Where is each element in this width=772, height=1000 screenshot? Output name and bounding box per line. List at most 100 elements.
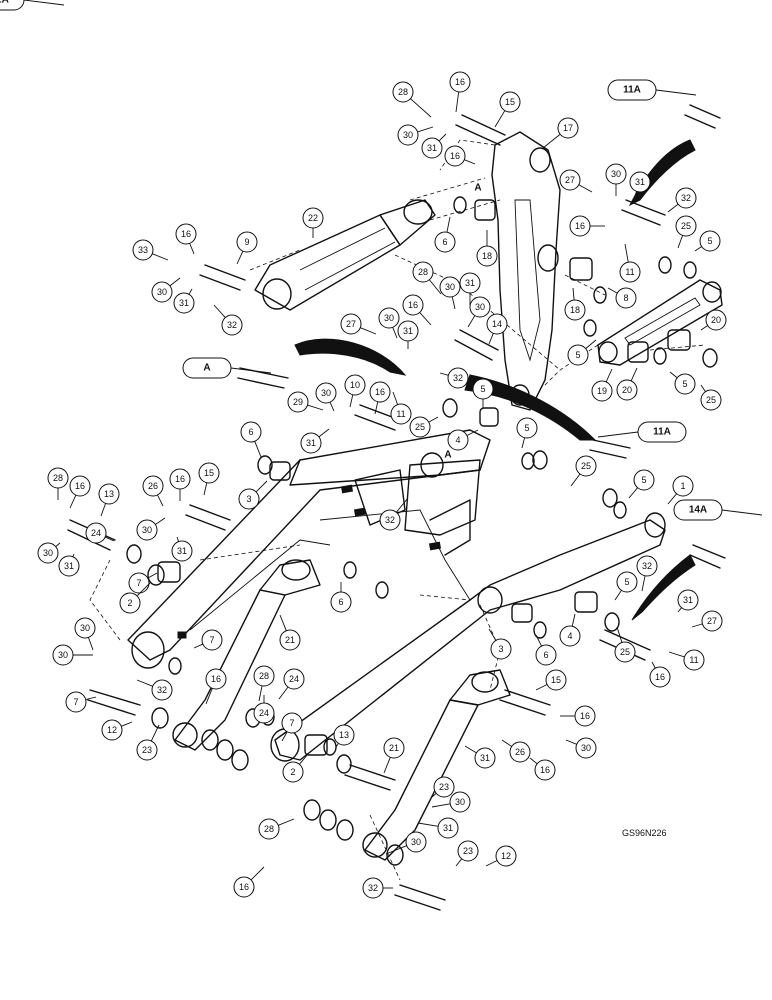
callout-number: 16 [580, 711, 590, 721]
callout-bubble [495, 845, 517, 867]
callout-25: 25 [675, 215, 697, 249]
callout-bubble [433, 776, 455, 798]
callout-15: 15 [494, 91, 521, 128]
callout-5: 5 [628, 469, 655, 499]
callout-20: 20 [616, 367, 638, 401]
callout-2: 2 [282, 753, 309, 783]
callout-number: 31 [403, 326, 413, 336]
callout-number: 25 [581, 461, 591, 471]
callout-4: 4 [559, 613, 581, 647]
callout-number: 25 [706, 395, 716, 405]
callout-number: 5 [682, 379, 687, 389]
callout-13: 13 [98, 483, 120, 517]
callout-bubble [677, 589, 699, 611]
callout-16: 16 [175, 223, 197, 255]
callout-16: 16 [449, 71, 471, 113]
bellcrank-part [491, 131, 561, 411]
callout-17: 17 [542, 117, 579, 149]
callout-bubble [58, 555, 80, 577]
callout-30: 30 [397, 124, 434, 146]
leader-line [439, 372, 449, 376]
leader-line [104, 536, 115, 542]
callout-5: 5 [614, 571, 638, 601]
callout-number: 31 [179, 298, 189, 308]
callout-31: 31 [173, 288, 195, 314]
callout-15: 15 [535, 669, 567, 691]
section-tag-label: 11A [0, 0, 9, 6]
callout-number: 7 [289, 718, 294, 728]
callout-7: 7 [281, 712, 303, 742]
callout-bubble [409, 416, 431, 438]
leader-line [667, 493, 677, 505]
callout-bubble [629, 171, 651, 193]
callout-7: 7 [193, 629, 223, 651]
callout-number: 30 [445, 282, 455, 292]
leader-line [464, 159, 476, 165]
assembly-guide-lines [89, 139, 706, 881]
callout-30: 30 [565, 737, 597, 759]
callout-number: 26 [515, 747, 525, 757]
callout-30: 30 [151, 277, 181, 303]
section-tag-group: 11AA11A14A11A [0, 0, 763, 521]
callout-32: 32 [667, 187, 697, 213]
section-tag-label: 14A [689, 505, 707, 516]
callout-bubble [614, 641, 636, 663]
leader-line [455, 91, 460, 113]
leader-line [299, 753, 309, 765]
callout-31: 31 [171, 536, 193, 562]
callout-31: 31 [464, 745, 496, 769]
section-tag-label: 11A [623, 85, 641, 96]
callout-11: 11 [619, 243, 641, 283]
callout-11: 11 [668, 649, 705, 671]
callout-number: 14 [492, 319, 502, 329]
callout-16: 16 [569, 215, 605, 237]
leader-line [451, 296, 456, 310]
leader-line [428, 279, 442, 295]
callout-bubble [434, 231, 456, 253]
callout-number: 30 [475, 302, 485, 312]
callout-number: 31 [465, 278, 475, 288]
callout-bubble [564, 299, 586, 321]
callout-22: 22 [302, 207, 324, 238]
callout-bubble [233, 876, 255, 898]
leader-line [392, 327, 398, 339]
loader-frame-part [127, 429, 666, 762]
callout-number: 30 [611, 169, 621, 179]
callout-number: 5 [575, 350, 580, 360]
callout-bubble [169, 468, 191, 490]
callout-13: 13 [333, 724, 355, 748]
callout-bubble [378, 307, 400, 329]
callout-bubble [575, 737, 597, 759]
callout-30: 30 [439, 276, 461, 310]
callout-bubble [575, 455, 597, 477]
callout-bubble [201, 629, 223, 651]
callout-25: 25 [570, 455, 597, 487]
callout-number: 7 [209, 635, 214, 645]
section-tag-label: 11A [653, 427, 671, 438]
callout-number: 3 [498, 644, 503, 654]
callout-number: 31 [635, 177, 645, 187]
callout-31: 31 [421, 133, 447, 159]
callout-24: 24 [278, 668, 305, 700]
callout-number: 29 [293, 397, 303, 407]
callout-bubble [379, 509, 401, 531]
callout-12: 12 [485, 845, 517, 867]
leader-line [87, 637, 94, 651]
callout-number: 28 [259, 671, 269, 681]
callout-bubble [128, 572, 150, 594]
leader-line [205, 688, 213, 705]
section-tag: 11A [0, 0, 65, 11]
callout-number: 32 [681, 193, 691, 203]
callout-number: 28 [53, 473, 63, 483]
callout-28: 28 [253, 665, 275, 702]
callout-25: 25 [614, 626, 636, 663]
callout-number: 16 [75, 481, 85, 491]
callout-16: 16 [233, 866, 265, 898]
leader-line [700, 325, 708, 331]
callout-bubble [362, 877, 384, 899]
callout-bubble [283, 668, 305, 690]
callout-18: 18 [564, 287, 586, 321]
leader-line [250, 866, 265, 881]
callout-number: 6 [248, 427, 253, 437]
